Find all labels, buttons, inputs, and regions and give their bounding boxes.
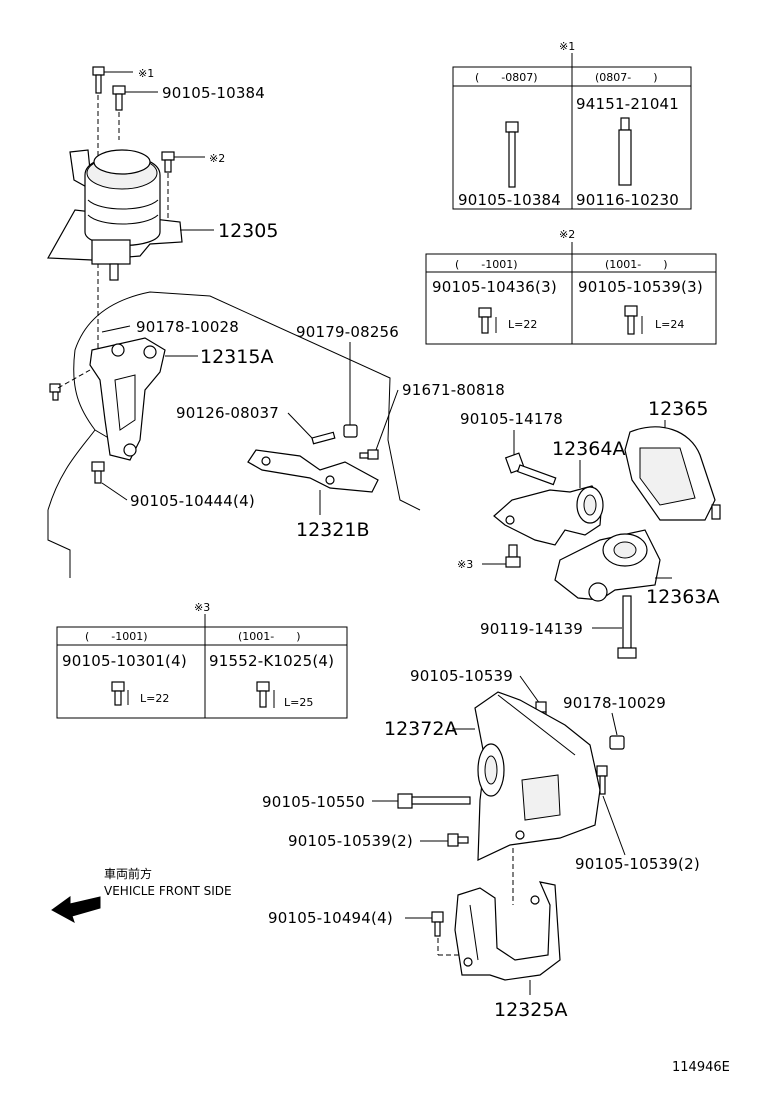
- note-1-marker: ※1: [138, 67, 154, 80]
- bolt-icon: [256, 681, 275, 708]
- long-bolt-icon: [617, 595, 637, 659]
- part-label-90178-10029: 90178-10029: [563, 694, 666, 712]
- vehicle-front-label-jp: 車両前方: [104, 866, 152, 881]
- bracket-12364A: [493, 485, 604, 546]
- table-3-col2-part: 91552-K1025(4): [209, 652, 334, 670]
- table-3-col2-length: L=25: [284, 696, 313, 709]
- table-note-3: ※3 ( -1001) (1001- ) 90105-10301(4) 9155…: [56, 601, 348, 719]
- long-bolt-icon: [504, 452, 557, 486]
- nut-icon: [609, 735, 625, 750]
- table-3-col1-length: L=22: [140, 692, 169, 705]
- bolt-icon: [478, 307, 497, 334]
- table-3-marker: ※3: [194, 601, 210, 614]
- part-label-12364A: 12364A: [552, 438, 625, 460]
- nut-icon: [343, 424, 358, 438]
- note-2-marker: ※2: [209, 152, 225, 165]
- bolt-icon: [505, 544, 521, 568]
- part-label-90105-10494: 90105-10494(4): [268, 909, 393, 927]
- part-label-90178-10028: 90178-10028: [136, 318, 239, 336]
- table-1-col1-header: ( -0807): [475, 71, 538, 84]
- table-2-col1-header: ( -1001): [455, 258, 518, 271]
- part-label-90126-08037: 90126-08037: [176, 404, 279, 422]
- note-3-marker: ※3: [457, 558, 473, 571]
- figure-number: 114946E: [672, 1060, 730, 1075]
- long-bolt-icon: [397, 793, 471, 809]
- part-label-12325A: 12325A: [494, 999, 567, 1021]
- bolt-icon: [431, 911, 444, 937]
- table-1-col2-part-top: 94151-21041: [576, 95, 679, 113]
- mount-12372A: [474, 691, 601, 861]
- bracket-12315A: [89, 337, 166, 461]
- bolt-icon: [596, 765, 608, 795]
- vehicle-front-label: VEHICLE FRONT SIDE: [104, 884, 232, 898]
- bolt-icon: [447, 833, 469, 847]
- table-2-col2-header: (1001- ): [605, 258, 668, 271]
- part-label-12365: 12365: [648, 398, 708, 420]
- bolt-icon: [112, 85, 158, 111]
- bolt-icon: [359, 449, 379, 460]
- table-1-marker: ※1: [559, 40, 575, 53]
- bracket-12325A: [454, 881, 561, 981]
- table-2-col1-part: 90105-10436(3): [432, 278, 557, 296]
- part-label-12305: 12305: [218, 220, 278, 242]
- table-3-col1-header: ( -1001): [85, 630, 148, 643]
- table-1-col1-part: 90105-10384: [458, 191, 561, 209]
- table-2-col1-length: L=22: [508, 318, 537, 331]
- table-3-col1-part: 90105-10301(4): [62, 652, 187, 670]
- bolt-icon: [161, 151, 205, 173]
- part-label-90105-10550: 90105-10550: [262, 793, 365, 811]
- table-note-2: ※2 ( -1001) (1001- ) 90105-10436(3) 9010…: [425, 228, 717, 345]
- table-2-marker: ※2: [559, 228, 575, 241]
- part-label-90105-10539-2b: 90105-10539(2): [575, 855, 700, 873]
- table-3-col2-header: (1001- ): [238, 630, 301, 643]
- mount-cover-12365: [624, 426, 721, 521]
- bolt-icon: [49, 383, 61, 401]
- table-2-col2-part: 90105-10539(3): [578, 278, 703, 296]
- part-label-90105-10539-2a: 90105-10539(2): [288, 832, 413, 850]
- part-label-12321B: 12321B: [296, 519, 369, 541]
- part-label-90105-10384: 90105-10384: [162, 84, 265, 102]
- part-label-90105-10539: 90105-10539: [410, 667, 513, 685]
- part-label-90105-14178: 90105-14178: [460, 410, 563, 428]
- part-label-90119-14139: 90119-14139: [480, 620, 583, 638]
- bolt-icon: [91, 461, 105, 484]
- table-2-col2-length: L=24: [655, 318, 684, 331]
- table-1-col2-part: 90116-10230: [576, 191, 679, 209]
- mount-12363A: [554, 529, 661, 602]
- stud-bolt-icon: [618, 117, 632, 186]
- part-label-12363A: 12363A: [646, 586, 719, 608]
- part-label-91671-80818: 91671-80818: [402, 381, 505, 399]
- bolt-icon: [624, 305, 643, 335]
- part-label-90179-08256: 90179-08256: [296, 323, 399, 341]
- bolt-icon: [111, 681, 129, 706]
- table-note-1: ※1 ( -0807) (0807- ) 94151-21041 90105-1…: [452, 40, 692, 210]
- part-label-90105-10444: 90105-10444(4): [130, 492, 255, 510]
- engine-mount-12305: [46, 149, 183, 281]
- bracket-12321B: [247, 449, 379, 493]
- part-label-12315A: 12315A: [200, 346, 273, 368]
- part-label-12372A: 12372A: [384, 718, 457, 740]
- bolt-icon: [92, 66, 133, 94]
- stud-bolt-icon: [311, 431, 336, 445]
- table-1-col2-header: (0807- ): [595, 71, 658, 84]
- vehicle-front-arrow-icon: [51, 896, 101, 924]
- bolt-icon: [505, 121, 519, 188]
